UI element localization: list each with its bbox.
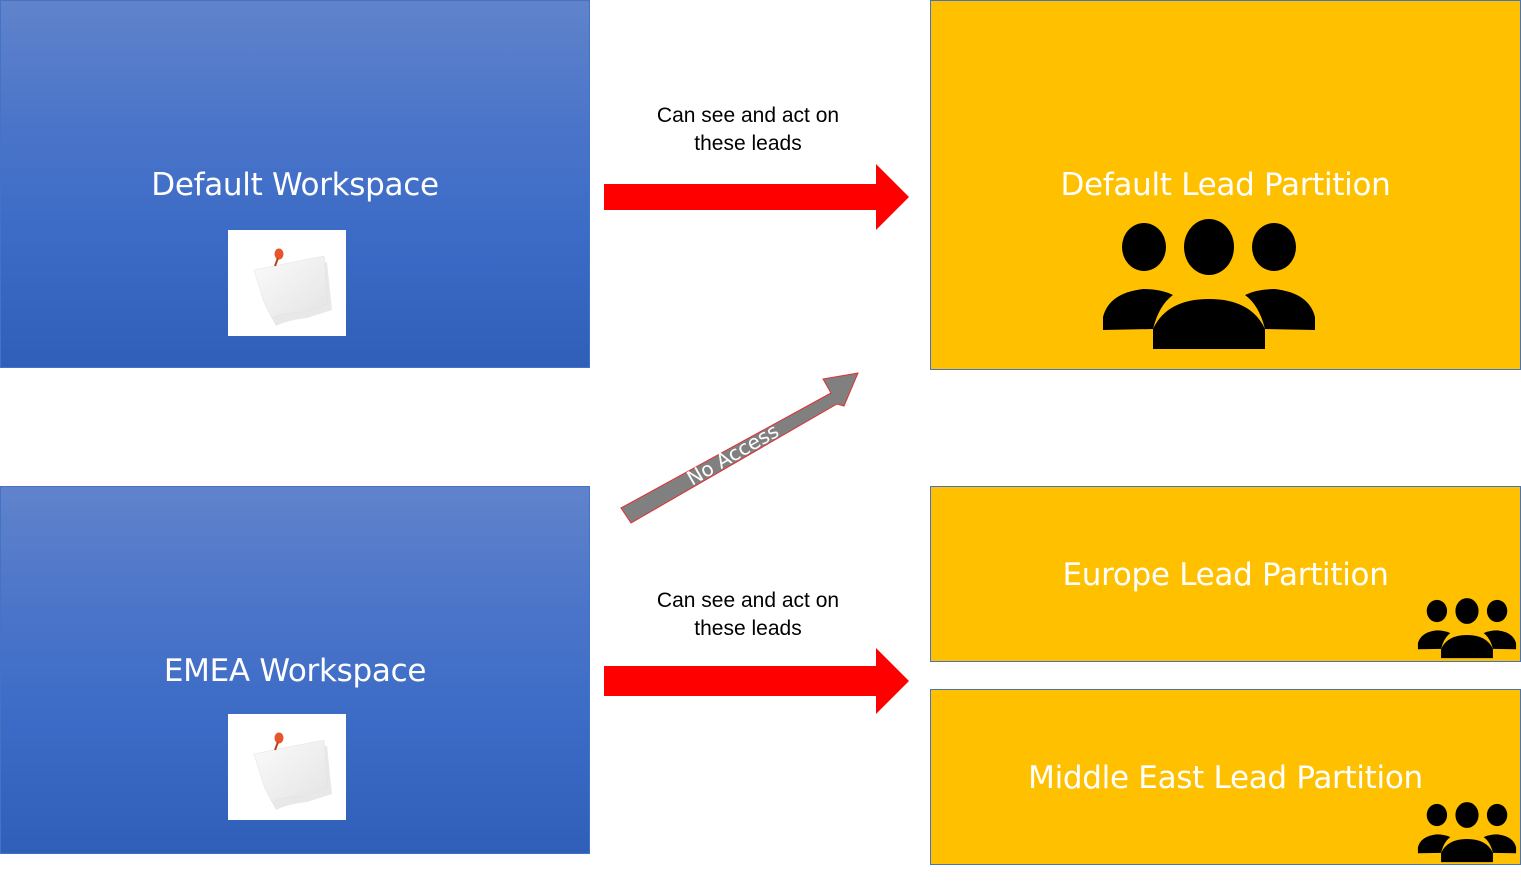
sticky-note-icon — [228, 230, 346, 336]
bottom-connector-label-line2: these leads — [694, 617, 802, 640]
default-lead-partition-box: Default Lead Partition — [930, 0, 1521, 370]
europe-lead-partition-title: Europe Lead Partition — [1062, 557, 1389, 593]
no-access-label: No Access — [683, 419, 783, 491]
emea-workspace-box: EMEA Workspace — [0, 486, 590, 854]
middle-east-lead-partition-box: Middle East Lead Partition — [930, 689, 1521, 865]
bottom-connector-label-line1: Can see and act on — [656, 589, 840, 612]
emea-workspace-title: EMEA Workspace — [163, 653, 427, 689]
no-access-arrow: No Access — [620, 372, 859, 524]
people-group-icon — [1103, 219, 1315, 349]
default-workspace-title: Default Workspace — [151, 167, 439, 203]
default-lead-partition-title: Default Lead Partition — [1060, 167, 1391, 203]
sticky-note-icon — [228, 714, 346, 820]
see-act-arrow-bottom — [604, 648, 909, 714]
default-workspace-box: Default Workspace — [0, 0, 590, 368]
see-act-arrow-top — [604, 164, 909, 230]
top-connector-label-line2: these leads — [694, 132, 802, 155]
bottom-connector-label: Can see and act on these leads — [608, 587, 888, 643]
middle-east-lead-partition-title: Middle East Lead Partition — [1028, 760, 1423, 796]
people-group-icon — [1417, 598, 1517, 659]
top-connector-label-line1: Can see and act on — [656, 104, 840, 127]
europe-lead-partition-box: Europe Lead Partition — [930, 486, 1521, 662]
people-group-icon — [1417, 802, 1517, 863]
top-connector-label: Can see and act on these leads — [608, 102, 888, 158]
